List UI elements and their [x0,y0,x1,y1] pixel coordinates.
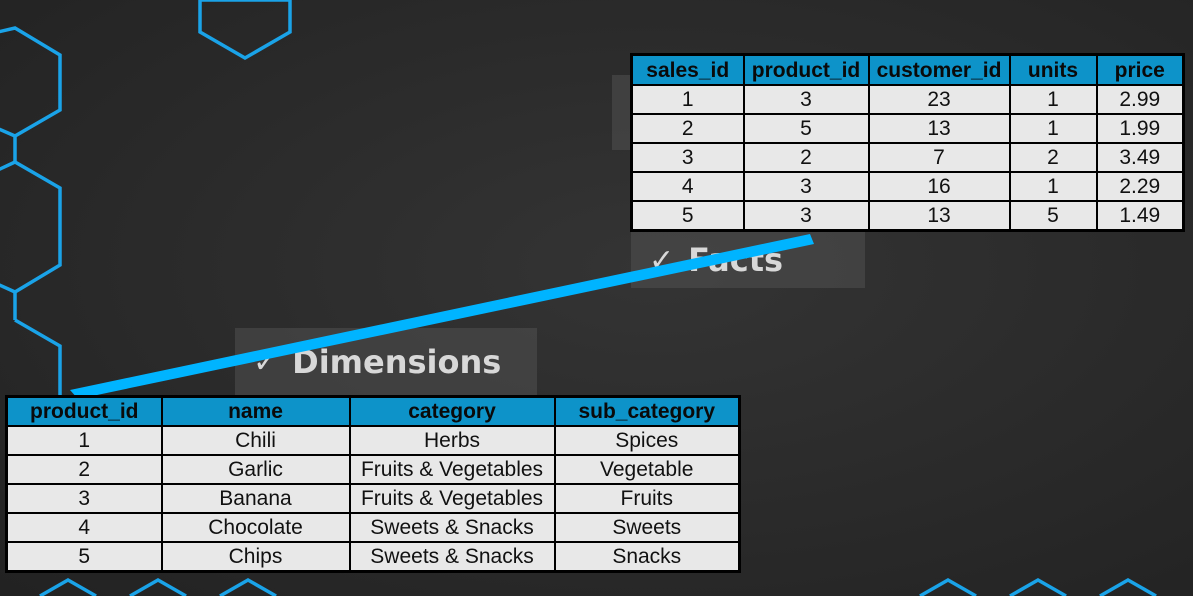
table-cell: Vegetable [553,454,741,485]
table-cell: 2 [630,113,745,144]
hexagon-icon [219,577,277,596]
table-cell: 1 [1008,171,1098,202]
table-cell: Sweets & Snacks [348,541,556,573]
facts-header-row: sales_id product_id customer_id units pr… [630,53,1185,86]
table-row: 5 Chips Sweets & Snacks Snacks [5,541,741,573]
table-cell: 5 [5,541,163,573]
dimensions-label: ✓ Dimensions [235,328,537,396]
dimensions-column-header: product_id [5,395,163,427]
table-cell: 5 [1008,200,1098,232]
hexagon-icon [1009,577,1067,596]
table-row: 2 Garlic Fruits & Vegetables Vegetable [5,454,741,485]
table-row: 2 5 13 1 1.99 [630,113,1185,144]
table-cell: 1.49 [1095,200,1185,232]
table-row: 4 3 16 1 2.29 [630,171,1185,202]
table-cell: Fruits & Vegetables [348,454,556,485]
table-row: 4 Chocolate Sweets & Snacks Sweets [5,512,741,543]
table-cell: 3 [742,200,870,232]
table-row: 3 Banana Fruits & Vegetables Fruits [5,483,741,514]
table-cell: 5 [630,200,745,232]
dimensions-header-row: product_id name category sub_category [5,395,741,427]
table-row: 1 3 23 1 2.99 [630,84,1185,115]
table-cell: 3 [742,171,870,202]
table-cell: Fruits [553,483,741,514]
table-cell: Fruits & Vegetables [348,483,556,514]
dimensions-column-header: name [160,395,351,427]
facts-column-header: product_id [742,53,870,86]
table-cell: 3 [630,142,745,173]
dimensions-column-header: sub_category [553,395,741,427]
table-cell: Garlic [160,454,351,485]
table-cell: 16 [867,171,1011,202]
hexagon-icon [1099,577,1157,596]
table-cell: 3.49 [1095,142,1185,173]
hexagon-icon [0,160,62,294]
hexagon-icon [39,577,97,596]
hexagon-icon [129,577,187,596]
table-cell: 2 [742,142,870,173]
table-cell: Sweets & Snacks [348,512,556,543]
table-row: 5 3 13 5 1.49 [630,200,1185,232]
check-icon: ✓ [253,344,279,380]
table-cell: 1 [1008,113,1098,144]
facts-column-header: units [1008,53,1098,86]
table-row: 3 2 7 2 3.49 [630,142,1185,173]
table-row: 1 Chili Herbs Spices [5,425,741,456]
table-cell: Chips [160,541,351,573]
table-cell: Spices [553,425,741,456]
hexagon-icon-group [0,0,1157,596]
dimensions-label-text: Dimensions [292,343,502,381]
table-cell: 1.99 [1095,113,1185,144]
hexagon-icon [0,26,62,138]
table-cell: 2.99 [1095,84,1185,115]
table-cell: 13 [867,200,1011,232]
table-cell: 23 [867,84,1011,115]
table-cell: Sweets [553,512,741,543]
check-icon: ✓ [649,242,675,278]
table-cell: 1 [630,84,745,115]
dimensions-table: product_id name category sub_category 1 … [5,395,741,573]
table-cell: 1 [1008,84,1098,115]
hexagon-icon [14,318,62,395]
facts-table: sales_id product_id customer_id units pr… [630,53,1185,232]
table-cell: Snacks [553,541,741,573]
hexagon-icon [919,577,977,596]
table-cell: Chili [160,425,351,456]
table-cell: Herbs [348,425,556,456]
table-cell: Chocolate [160,512,351,543]
table-cell: 13 [867,113,1011,144]
facts-column-header: sales_id [630,53,745,86]
table-cell: 3 [5,483,163,514]
hexagon-icon [198,0,292,61]
table-cell: 3 [742,84,870,115]
facts-column-header: customer_id [867,53,1011,86]
table-cell: 1 [5,425,163,456]
facts-label: ✓ Facts [631,232,865,288]
table-cell: 5 [742,113,870,144]
dimensions-column-header: category [348,395,556,427]
table-cell: Banana [160,483,351,514]
table-cell: 2 [5,454,163,485]
facts-label-text: Facts [688,241,784,279]
table-cell: 2.29 [1095,171,1185,202]
facts-column-header: price [1095,53,1185,86]
table-cell: 2 [1008,142,1098,173]
table-cell: 4 [630,171,745,202]
table-cell: 7 [867,142,1011,173]
table-cell: 4 [5,512,163,543]
